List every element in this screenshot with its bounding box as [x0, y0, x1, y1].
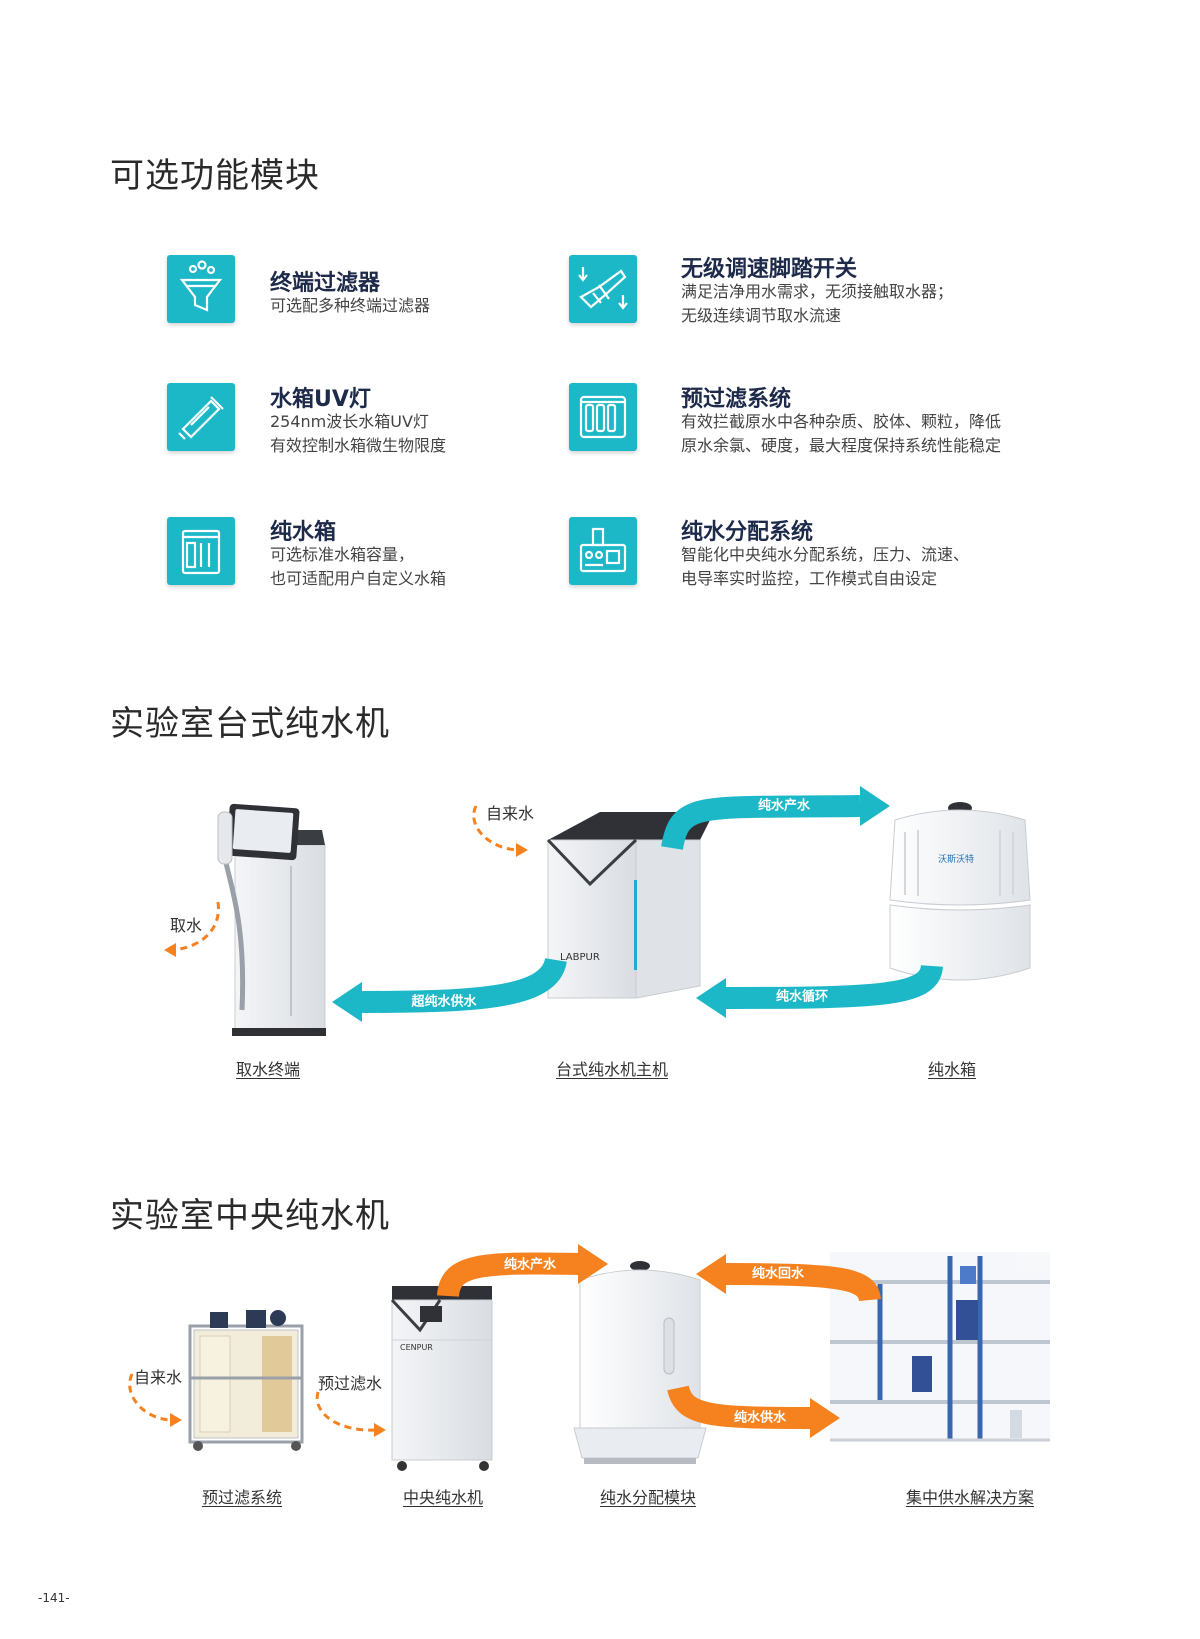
feature-title-distribution: 纯水分配系统 — [681, 520, 814, 545]
funnel-filter-icon — [167, 255, 235, 323]
caption-distribution-module: 纯水分配模块 — [599, 1488, 697, 1507]
arrow-label-central-supply: 纯水供水 — [733, 1410, 787, 1426]
foot-pedal-icon — [569, 255, 637, 323]
dashed-arrow-tap-water — [472, 805, 521, 852]
arrow-central-supply — [667, 1384, 840, 1438]
arrow-pure-water-circulate — [696, 964, 943, 1018]
feature-title-foot-pedal: 无级调速脚踏开关 — [681, 257, 858, 282]
caption-central-machine: 中央纯水机 — [402, 1488, 484, 1507]
arrow-pure-water-produce — [661, 786, 890, 851]
arrow-label-central-produce: 纯水产水 — [503, 1257, 557, 1273]
arrow-central-produce — [437, 1244, 608, 1298]
arrow-ultrapure-supply — [332, 957, 567, 1022]
benchtop-pure-water-tank-image: 沃斯沃特 — [889, 802, 1031, 981]
water-tank-icon — [167, 517, 235, 585]
arrow-central-return — [696, 1254, 881, 1303]
caption-tank: 纯水箱 — [927, 1060, 977, 1079]
central-water-machine-image: CENPUR — [390, 1286, 493, 1471]
feature-desc-line: 电导率实时监控，工作模式自由设定 — [681, 569, 938, 588]
section-title-modules: 可选功能模块 — [110, 156, 320, 196]
distribution-module-image — [573, 1261, 707, 1464]
benchtop-main-unit-image: LABPUR — [546, 812, 714, 999]
caption-dispenser: 取水终端 — [235, 1060, 301, 1079]
feature-desc-line: 254nm波长水箱UV灯 — [270, 412, 429, 431]
feature-desc-line: 满足洁净用水需求，无须接触取水器； — [681, 282, 954, 301]
feature-title-prefilter: 预过滤系统 — [681, 387, 792, 412]
arrow-label-ultrapure-supply: 超纯水供水 — [411, 994, 477, 1010]
caption-main-unit: 台式纯水机主机 — [555, 1060, 669, 1079]
svg-text:CENPUR: CENPUR — [400, 1343, 433, 1352]
feature-desc-line: 智能化中央纯水分配系统，压力、流速、 — [681, 545, 970, 564]
feature-desc-line: 原水余氯、硬度，最大程度保持系统性能稳定 — [681, 436, 1002, 455]
section-title-benchtop: 实验室台式纯水机 — [110, 704, 390, 744]
prefilter-system-image — [188, 1310, 304, 1451]
caption-central-supply-solution: 集中供水解决方案 — [905, 1488, 1035, 1507]
caption-prefilter-system: 预过滤系统 — [201, 1488, 283, 1507]
feature-desc-line: 也可适配用户自定义水箱 — [270, 569, 447, 588]
prefilter-cartridges-icon — [569, 383, 637, 451]
feature-desc-line: 可选配多种终端过滤器 — [270, 296, 431, 315]
arrow-label-produce: 纯水产水 — [757, 798, 811, 814]
central-supply-building-image — [830, 1252, 1050, 1442]
label-take-water: 取水 — [170, 916, 203, 935]
dashed-arrow-take-water — [171, 901, 220, 952]
feature-desc-line: 无级连续调节取水流速 — [681, 306, 842, 325]
label-prefiltered-water: 预过滤水 — [318, 1374, 383, 1393]
feature-desc-line: 可选标准水箱容量， — [270, 545, 415, 564]
label-central-tap-water: 自来水 — [134, 1368, 183, 1387]
label-tap-water: 自来水 — [486, 804, 535, 823]
feature-title-pure-water-tank: 纯水箱 — [270, 520, 337, 545]
dashed-arrow-prefiltered-water — [315, 1391, 377, 1432]
svg-text:LABPUR: LABPUR — [560, 952, 600, 963]
svg-text:沃斯沃特: 沃斯沃特 — [938, 853, 974, 865]
page-number: -141- — [38, 1591, 70, 1605]
uv-lamp-icon — [167, 383, 235, 451]
distribution-system-icon — [569, 517, 637, 585]
dashed-arrow-central-tap-water — [128, 1373, 173, 1422]
feature-desc-line: 有效拦截原水中各种杂质、胶体、颗粒，降低 — [681, 412, 1002, 431]
arrow-label-circulate: 纯水循环 — [775, 989, 829, 1005]
section-title-central: 实验室中央纯水机 — [110, 1196, 390, 1236]
dispenser-terminal-image — [217, 803, 326, 1036]
feature-desc-line: 有效控制水箱微生物限度 — [270, 436, 447, 455]
arrow-label-central-return: 纯水回水 — [751, 1266, 805, 1282]
feature-title-terminal-filter: 终端过滤器 — [270, 271, 381, 296]
feature-title-uv-lamp: 水箱UV灯 — [270, 387, 371, 412]
